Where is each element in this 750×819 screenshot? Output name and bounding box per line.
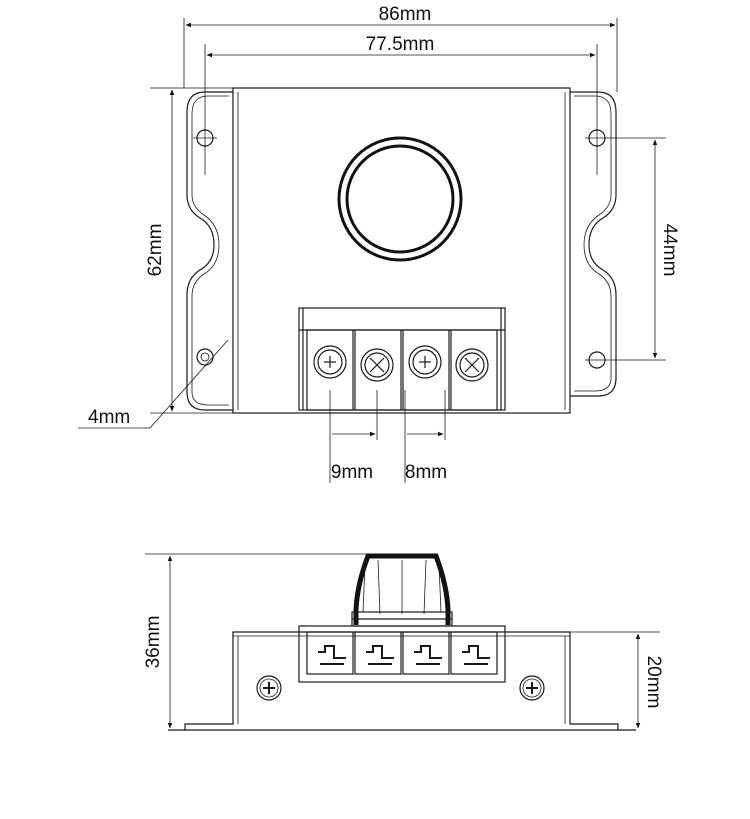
right-mounting-ear (570, 91, 617, 397)
dimension-overall-width: 86mm (185, 4, 616, 28)
hole-spacing-width-label: 77.5mm (366, 34, 435, 55)
mounting-hole-bottom-right (585, 351, 666, 369)
potentiometer-knob (337, 136, 463, 262)
dimension-terminal-pitch-a: 9mm (331, 431, 376, 483)
terminal-1 (306, 329, 354, 483)
mounting-hole-bottom-left (196, 348, 214, 366)
terminal-3 (402, 329, 450, 483)
height-label: 62mm (145, 224, 166, 277)
screw-right (519, 675, 545, 701)
total-height-label: 36mm (143, 616, 164, 669)
terminal-block-side (298, 625, 506, 683)
hole-diameter-label: 4mm (88, 407, 130, 428)
overall-width-label: 86mm (379, 4, 432, 25)
top-view: 86mm 77.5mm 62mm 44mm 4mm 9mm (78, 4, 680, 483)
left-mounting-ear (186, 91, 233, 411)
terminal-pitch-a-label: 9mm (331, 462, 373, 483)
dimension-height: 62mm (145, 89, 175, 412)
body-height-label: 20mm (643, 656, 664, 709)
dimension-hole-diameter: 4mm (78, 339, 229, 429)
terminal-2 (354, 329, 402, 440)
mounting-hole-top-right (585, 44, 666, 175)
dimension-total-height: 36mm (143, 555, 173, 729)
hole-spacing-height-label: 44mm (659, 224, 680, 277)
terminal-4 (450, 329, 498, 411)
terminal-pitch-b-label: 8mm (405, 462, 447, 483)
dimension-terminal-pitch-b: 8mm (405, 431, 447, 483)
dimension-body-height: 20mm (635, 633, 664, 729)
side-view: 36mm 20mm (143, 553, 664, 731)
knob-side (351, 553, 453, 627)
housing-body (232, 87, 571, 414)
mounting-hole-top-left (193, 44, 217, 175)
screw-left (256, 675, 282, 701)
dimension-hole-spacing-width: 77.5mm (206, 34, 596, 58)
dimension-hole-spacing-height: 44mm (652, 139, 680, 359)
